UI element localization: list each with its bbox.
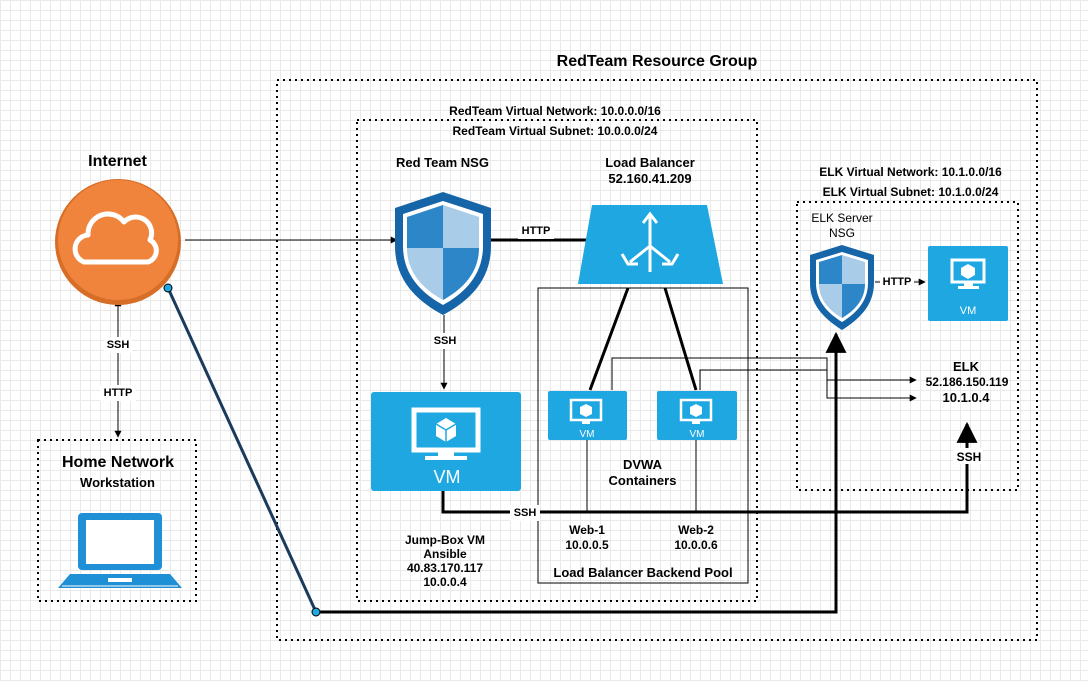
edge-label-http: HTTP xyxy=(103,387,133,399)
web1-ip: 10.0.0.5 xyxy=(565,538,609,552)
vm-label: VM xyxy=(579,429,595,440)
edge-internet-elk xyxy=(316,331,847,614)
connector-dot xyxy=(311,607,321,617)
elk-subnet-label: ELK Virtual Subnet: 10.1.0.0/24 xyxy=(822,185,999,199)
jumpbox-role: Ansible xyxy=(423,547,467,561)
home-network-subtitle: Workstation xyxy=(80,475,155,490)
resource-group-title: RedTeam Resource Group xyxy=(556,53,758,70)
edge-label-http: HTTP xyxy=(882,276,912,288)
vm-icon xyxy=(548,391,627,440)
virtual-network-boundary xyxy=(356,119,758,602)
dvwa-label: DVWA xyxy=(623,457,662,472)
jumpbox-public-ip: 40.83.170.117 xyxy=(406,561,484,575)
vnet-subnet-label: RedTeam Virtual Subnet: 10.0.0.0/24 xyxy=(452,124,658,138)
edge-label-http: HTTP xyxy=(521,225,551,237)
vm-label: VM xyxy=(689,429,705,440)
elk-public-ip: 52.186.150.119 xyxy=(925,375,1009,389)
edge-label-ssh: SSH xyxy=(106,339,130,351)
home-network-title: Home Network xyxy=(61,454,175,471)
cloud-icon xyxy=(55,179,181,305)
elk-name: ELK xyxy=(953,359,979,374)
elk-private-ip: 10.1.0.4 xyxy=(942,390,990,405)
connector-dot xyxy=(163,283,173,293)
vnet-network-label: RedTeam Virtual Network: 10.0.0.0/16 xyxy=(449,104,661,118)
backend-pool-label: Load Balancer Backend Pool xyxy=(553,565,733,580)
elk-network-boundary xyxy=(796,201,1019,491)
internet-label: Internet xyxy=(88,153,147,170)
edge-internet-lower xyxy=(166,287,318,613)
jumpbox-private-ip: 10.0.0.4 xyxy=(423,575,467,589)
resource-group-boundary xyxy=(276,79,1038,641)
edge-web1-elk xyxy=(611,357,917,390)
home-network-boundary xyxy=(37,439,197,602)
edge-jumpbox-ssh-bus xyxy=(441,421,978,514)
edge-label-ssh: SSH xyxy=(433,335,457,347)
load-balancer-icon xyxy=(578,205,723,284)
shield-icon xyxy=(810,245,874,330)
shield-icon xyxy=(395,192,491,315)
edge-label-ssh: SSH xyxy=(513,507,537,519)
dvwa-containers-label: Containers xyxy=(608,473,677,488)
elk-nsg-label: ELK Server xyxy=(811,211,873,225)
edge-label-ssh: SSH xyxy=(956,450,982,464)
load-balancer-title: Load Balancer xyxy=(605,155,695,170)
web2-ip: 10.0.0.6 xyxy=(674,538,718,552)
load-balancer-ip: 52.160.41.209 xyxy=(608,171,692,186)
vm-label: VM xyxy=(433,467,461,487)
edge-lb-web2 xyxy=(663,287,698,391)
vm-label: VM xyxy=(959,305,977,317)
web2-name: Web-2 xyxy=(678,523,714,537)
edge-web2-elk xyxy=(699,369,917,402)
vm-icon xyxy=(371,392,521,491)
edge-lb-web1 xyxy=(588,287,630,391)
laptop-icon xyxy=(58,513,182,588)
backend-pool-box xyxy=(537,287,749,584)
elk-network-label: ELK Virtual Network: 10.1.0.0/16 xyxy=(819,165,1002,179)
vm-icon xyxy=(657,391,737,440)
web1-name: Web-1 xyxy=(569,523,605,537)
elk-nsg-sublabel: NSG xyxy=(828,226,855,240)
vm-icon xyxy=(928,246,1008,321)
jumpbox-name: Jump-Box VM xyxy=(404,533,485,547)
connections xyxy=(114,236,978,614)
nsg-label: Red Team NSG xyxy=(396,155,489,170)
